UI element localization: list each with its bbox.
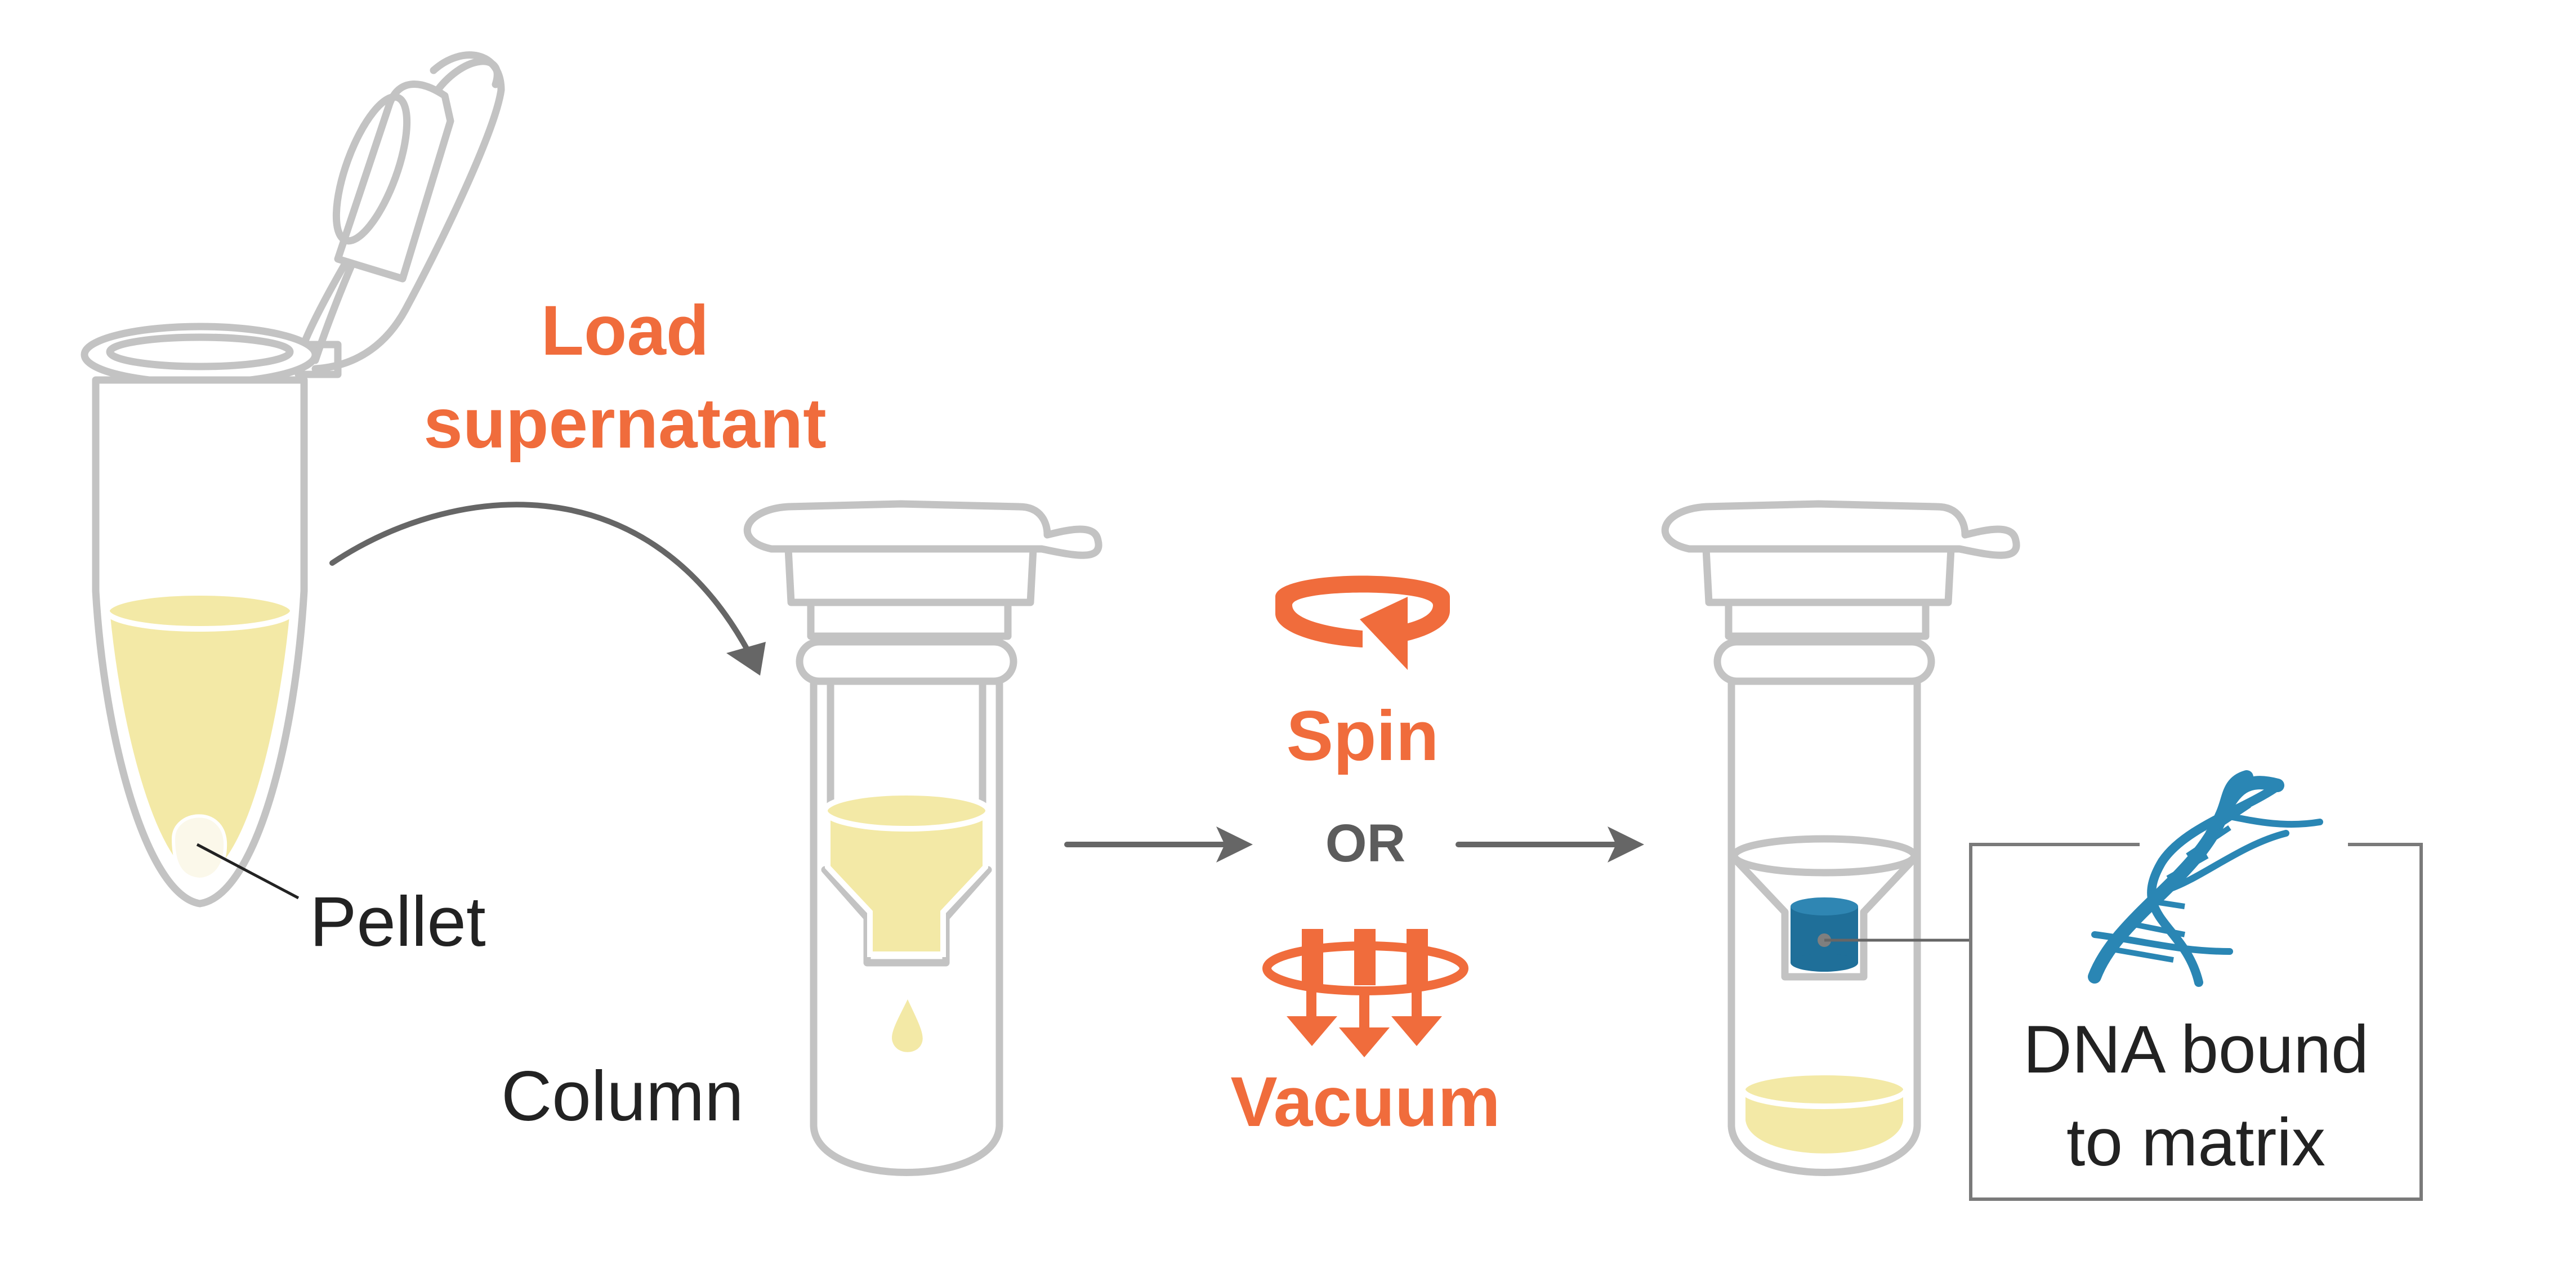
matrix-disc	[1791, 897, 1858, 972]
spin-column-icon	[743, 500, 1102, 1176]
dna-label-line2: to matrix	[2066, 1105, 2325, 1180]
result-column-icon	[1661, 500, 2020, 1176]
pellet-leader-line	[196, 843, 300, 900]
arrow-to-method	[1064, 826, 1253, 863]
load-arrow	[329, 502, 766, 676]
or-label: OR	[1325, 814, 1406, 873]
vacuum-label: Vacuum	[1230, 1063, 1500, 1141]
arrow-to-result	[1456, 826, 1644, 863]
spin-label: Spin	[1287, 697, 1439, 775]
load-label-line1: Load	[541, 292, 709, 370]
column-label: Column	[501, 1057, 744, 1136]
dna-label-box	[1969, 843, 2423, 1201]
load-label-line2: supernatant	[423, 385, 826, 463]
vacuum-icon	[1262, 929, 1468, 1057]
pellet-shape	[171, 814, 227, 882]
dna-label-line1: DNA bound	[2023, 1012, 2369, 1087]
spin-rotation-icon	[1275, 575, 1450, 670]
droplet	[892, 999, 923, 1052]
pellet-label: Pellet	[310, 883, 486, 961]
microcentrifuge-tube-icon	[81, 51, 505, 908]
dna-helix-icon	[2088, 770, 2323, 987]
